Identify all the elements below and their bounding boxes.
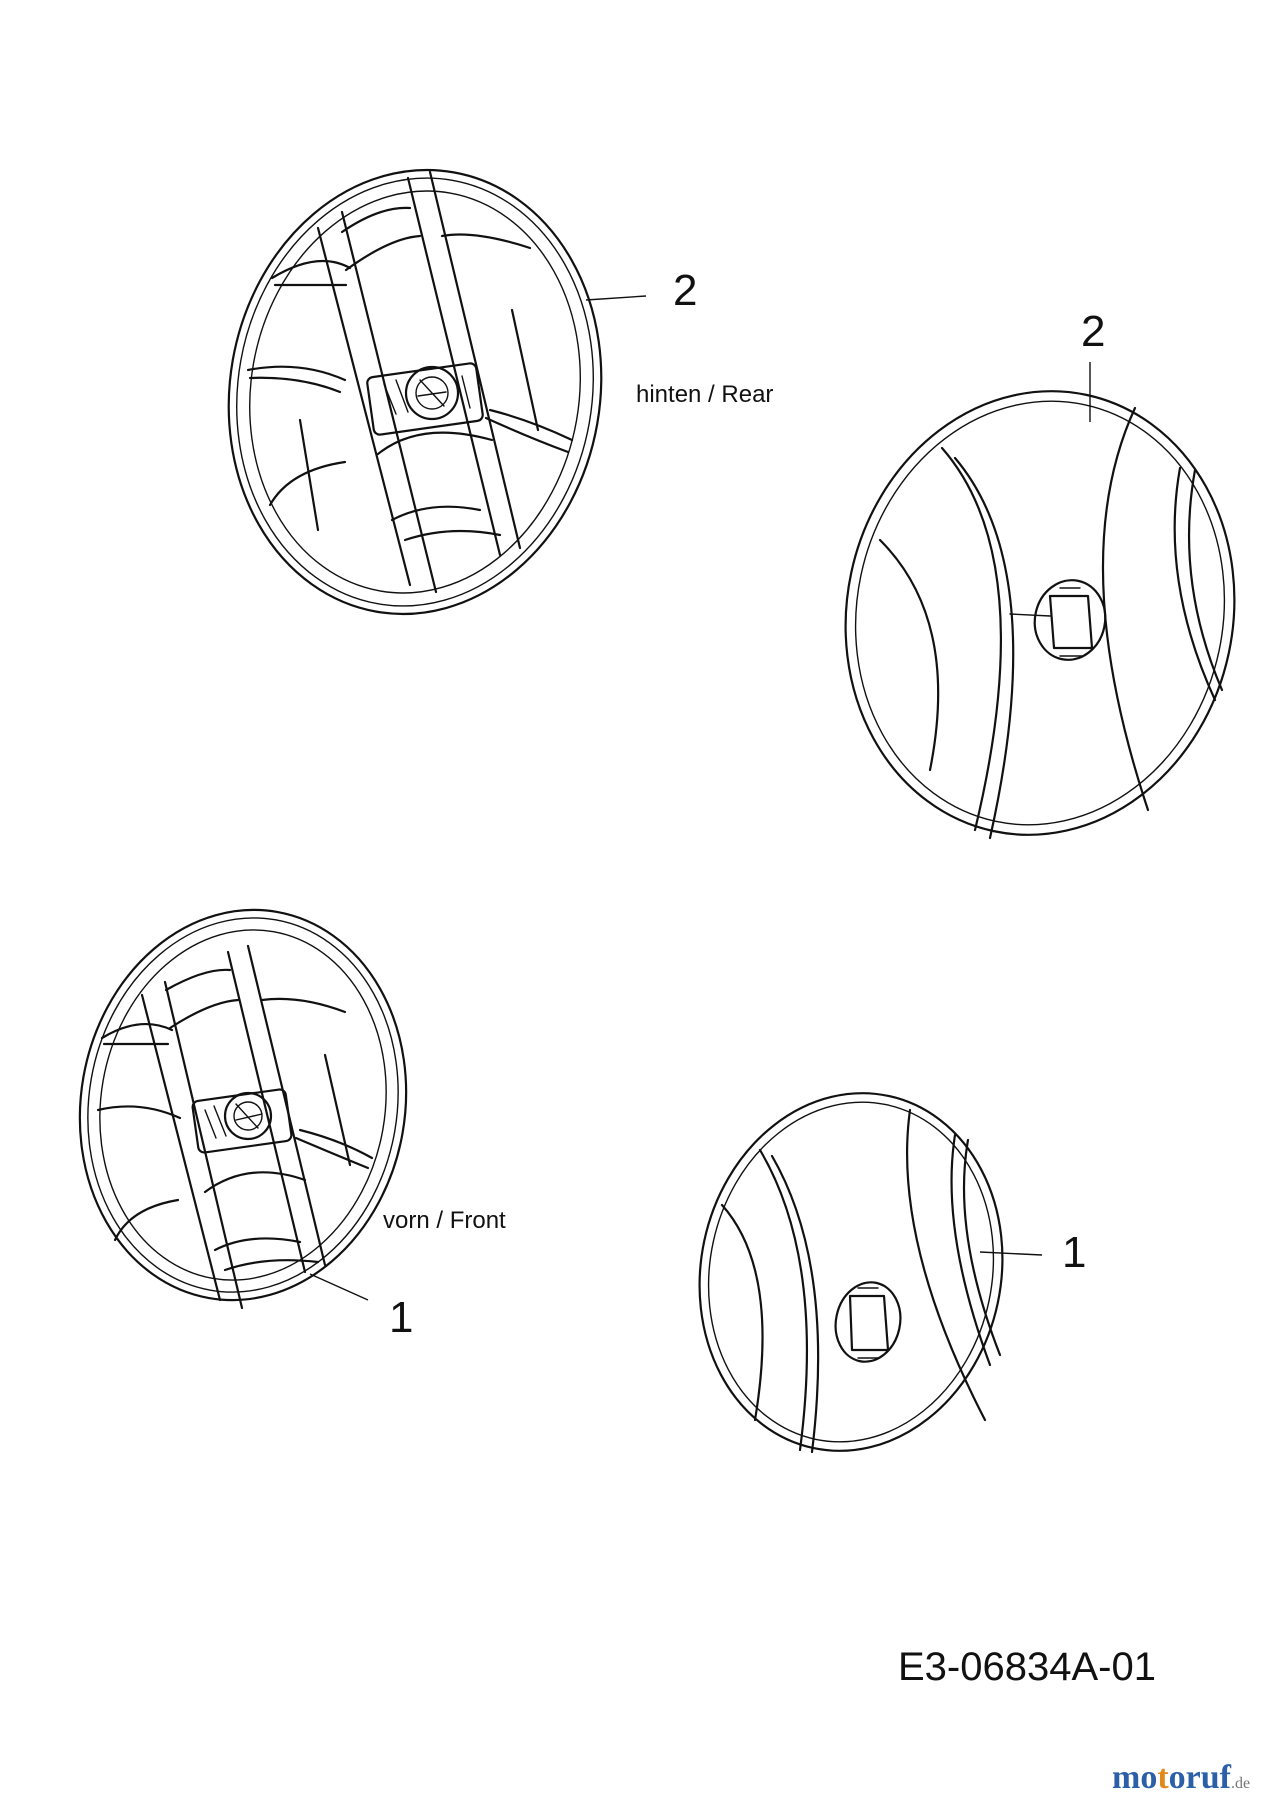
callout-number-rear-cap: 2 (673, 266, 697, 315)
front-hubcap-outer-view (698, 1092, 1004, 1454)
rear-hubcap-outer-view (844, 390, 1236, 840)
callout-number-front-cap: 1 (389, 1293, 413, 1342)
leader-line-front-cover (979, 1251, 1043, 1256)
callout-number-rear-cover: 2 (1081, 307, 1105, 356)
callout-number-front-cover: 1 (1062, 1228, 1086, 1277)
drawing-number: E3-06834A-01 (898, 1645, 1156, 1689)
caption-front: vorn / Front (383, 1207, 506, 1234)
svg-text:motoruf.de: motoruf.de (1112, 1759, 1250, 1796)
leader-line-rear-cap (585, 295, 647, 301)
front-hubcap-inner-view (78, 908, 408, 1310)
leader-line-front-cap (309, 1273, 369, 1301)
caption-rear: hinten / Rear (636, 381, 773, 408)
watermark-logo: motoruf.de (1112, 1759, 1250, 1796)
rear-hubcap-inner-view (227, 168, 603, 616)
